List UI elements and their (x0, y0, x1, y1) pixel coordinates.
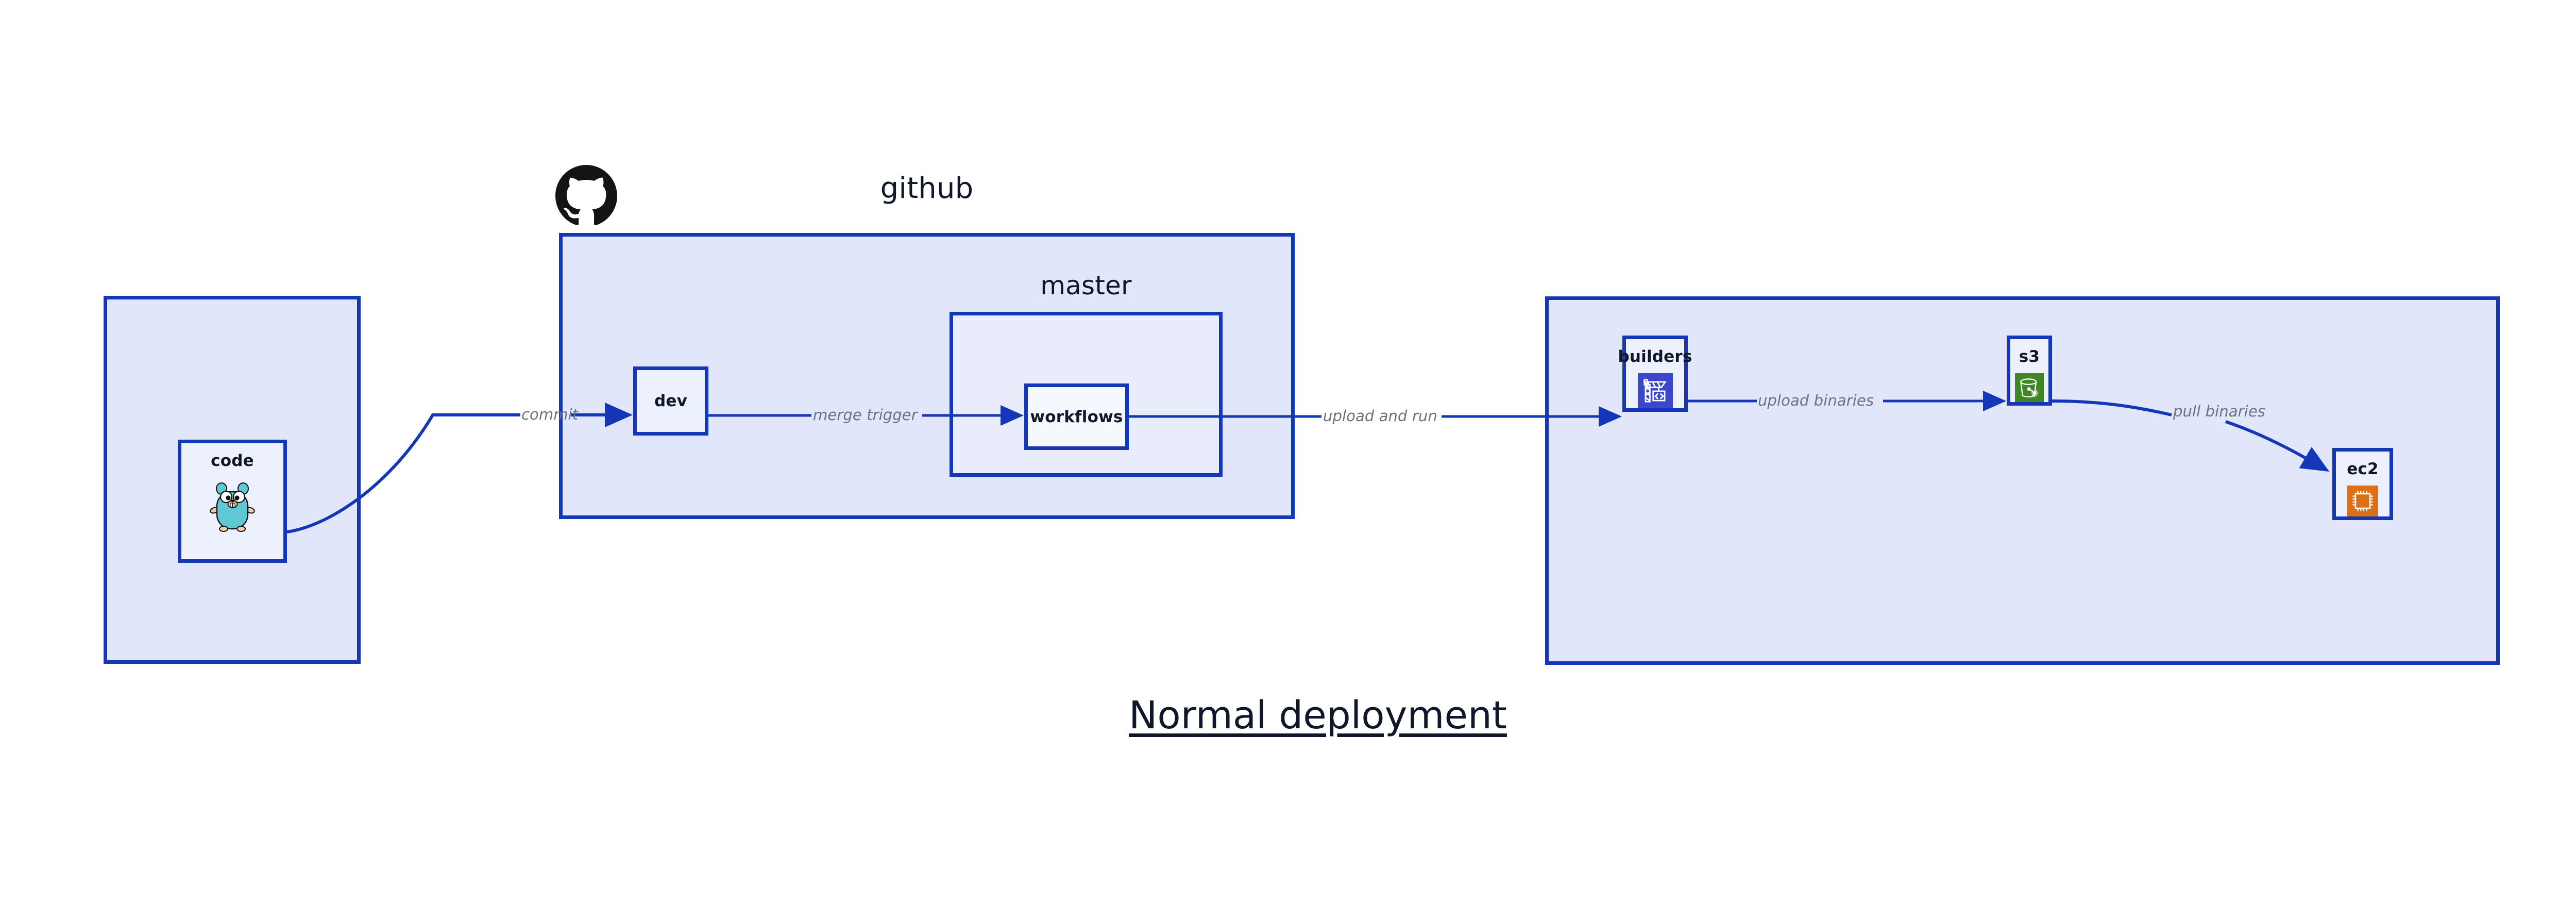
node-s3[interactable]: s3 (2007, 336, 2052, 406)
aws-s3-glacier-icon (2015, 373, 2044, 402)
group-label-github: github (880, 172, 974, 205)
node-label-s3: s3 (2019, 347, 2040, 366)
edge-label-commit: commit (521, 406, 579, 423)
edge-label-upload-binaries: upload binaries (1758, 392, 1874, 409)
aws-codebuild-icon (1637, 373, 1673, 408)
node-workflows[interactable]: workflows (1024, 383, 1129, 450)
github-logo (555, 165, 617, 227)
aws-ec2-icon (2347, 486, 2378, 516)
subgroup-label-master: master (1040, 271, 1132, 300)
node-ec2[interactable]: ec2 (2332, 448, 2393, 520)
node-dev[interactable]: dev (633, 366, 708, 436)
edge-label-upload-and-run: upload and run (1323, 407, 1437, 425)
node-builders[interactable]: builders (1618, 336, 1692, 412)
node-label-code: code (211, 452, 254, 470)
node-code[interactable]: code (178, 440, 287, 563)
edge-label-merge-trigger: merge trigger (813, 406, 918, 424)
diagram-title: Normal deployment (1129, 693, 1507, 738)
node-label-dev: dev (654, 392, 688, 410)
node-label-workflows: workflows (1030, 407, 1123, 426)
node-label-builders: builders (1618, 347, 1692, 366)
github-mark-icon (555, 165, 617, 226)
node-label-ec2: ec2 (2347, 460, 2379, 478)
edge-label-pull-binaries: pull binaries (2173, 403, 2265, 420)
go-gopher-icon (209, 477, 256, 535)
